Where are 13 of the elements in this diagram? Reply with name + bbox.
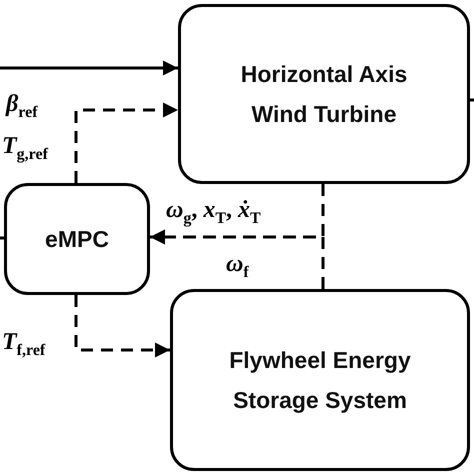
rounded-box	[4, 183, 150, 295]
box-label: Flywheel Energy Storage System	[228, 346, 412, 415]
box-label: Horizontal Axis Wind Turbine	[240, 60, 408, 129]
rounded-box	[170, 289, 470, 471]
arrow	[0, 60, 178, 76]
dashed-arrow	[150, 230, 324, 289]
edge-label: T$_{f,ref}$	[2, 330, 46, 359]
dashed-arrow	[74, 102, 178, 183]
signal-label: T$_{g,ref}$	[2, 134, 48, 163]
box-label: eMPC	[44, 225, 110, 254]
edge-label: ω$_{g}$, x$_{T}$, ẋ$_{T}$	[166, 198, 261, 227]
rounded-box	[178, 4, 470, 184]
dashed-arrow	[74, 295, 170, 358]
